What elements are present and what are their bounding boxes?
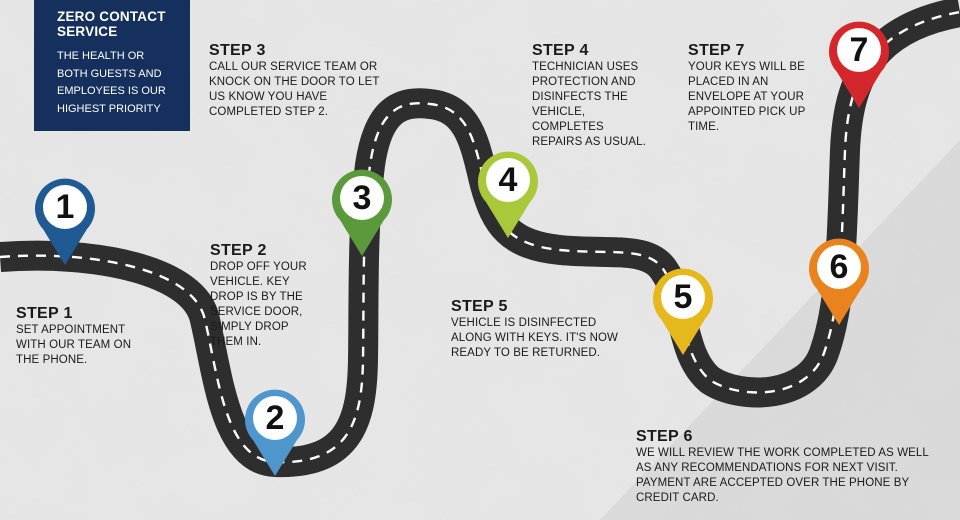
- step-2-desc: DROP OFF YOUR VEHICLE. KEY DROP IS BY TH…: [210, 261, 307, 348]
- step-2-title: STEP 2: [210, 242, 267, 259]
- step-6-text: STEP 6 WE WILL REVIEW THE WORK COMPLETED…: [636, 428, 936, 506]
- map-pin-icon-3: 3: [329, 168, 395, 258]
- step-5-title: STEP 5: [451, 298, 508, 315]
- step-4-title: STEP 4: [532, 42, 589, 59]
- step-7-title: STEP 7: [688, 42, 745, 59]
- pin-3-number: 3: [352, 178, 372, 217]
- map-pin-icon-4: 4: [475, 150, 541, 240]
- map-pin-icon-7: 7: [826, 20, 892, 110]
- step-1-desc: SET APPOINTMENT WITH OUR TEAM ON THE PHO…: [16, 324, 132, 366]
- zero-contact-banner: ZERO CONTACT SERVICE THE HEALTH OR BOTH …: [34, 0, 190, 131]
- step-1-title: STEP 1: [16, 305, 73, 322]
- step-5-text: STEP 5 VEHICLE IS DISINFECTED ALONG WITH…: [451, 298, 636, 361]
- map-pin-icon-1: 1: [32, 177, 98, 267]
- step-4-text: STEP 4 TECHNICIAN USES PROTECTION AND DI…: [532, 42, 657, 150]
- pin-5-number: 5: [673, 277, 693, 316]
- step-3-text: STEP 3 CALL OUR SERVICE TEAM OR KNOCK ON…: [209, 42, 389, 120]
- step-7-desc: YOUR KEYS WILL BE PLACED IN AN ENVELOPE …: [688, 61, 806, 133]
- step-1-text: STEP 1 SET APPOINTMENT WITH OUR TEAM ON …: [16, 305, 151, 368]
- banner-title: ZERO CONTACT SERVICE: [57, 9, 166, 39]
- pin-7-number: 7: [849, 30, 869, 69]
- step-6-title: STEP 6: [636, 428, 693, 445]
- pin-1-number: 1: [55, 187, 75, 226]
- pin-4-number: 4: [498, 160, 518, 199]
- map-pin-icon-6: 6: [806, 237, 872, 327]
- map-pin-icon-5: 5: [650, 267, 716, 357]
- banner-subtitle: THE HEALTH OR BOTH GUESTS AND EMPLOYEES …: [57, 50, 166, 115]
- step-5-desc: VEHICLE IS DISINFECTED ALONG WITH KEYS. …: [451, 317, 618, 359]
- step-7-text: STEP 7 YOUR KEYS WILL BE PLACED IN AN EN…: [688, 42, 813, 135]
- pin-2-number: 2: [265, 398, 285, 437]
- step-3-desc: CALL OUR SERVICE TEAM OR KNOCK ON THE DO…: [209, 61, 380, 118]
- step-6-desc: WE WILL REVIEW THE WORK COMPLETED AS WEL…: [636, 447, 929, 504]
- step-2-text: STEP 2 DROP OFF YOUR VEHICLE. KEY DROP I…: [210, 242, 320, 350]
- pin-6-number: 6: [829, 247, 849, 286]
- map-pin-icon-2: 2: [242, 388, 308, 478]
- step-4-desc: TECHNICIAN USES PROTECTION AND DISINFECT…: [532, 61, 646, 148]
- step-3-title: STEP 3: [209, 42, 266, 59]
